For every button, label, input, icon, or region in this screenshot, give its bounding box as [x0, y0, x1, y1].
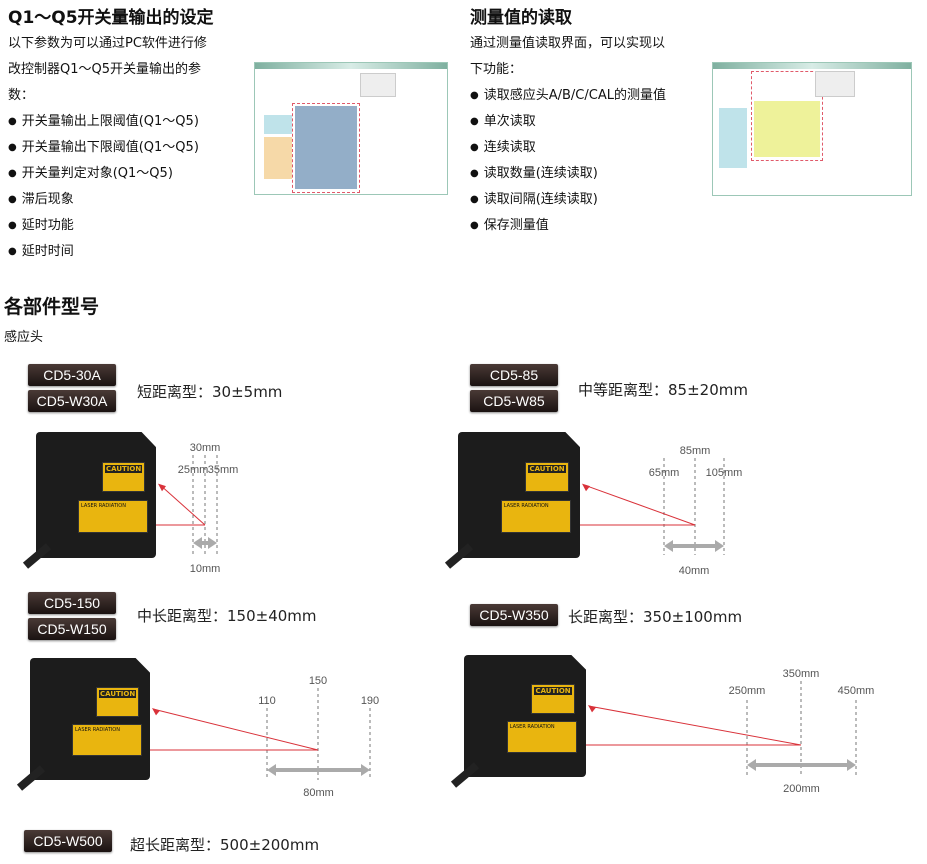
model-badge: CD5-30A — [28, 364, 116, 386]
laser-label: LASER RADIATION — [72, 723, 142, 756]
bullet-item: 读取间隔(连续读取) — [470, 188, 598, 207]
model-badge: CD5-W350 — [470, 604, 558, 626]
laser-label: LASER RADIATION — [506, 720, 578, 753]
bullet-item: 开关量输出下限阈值(Q1～Q5) — [8, 136, 199, 155]
arrow-head-icon — [588, 705, 596, 713]
model-badge: CD5-85 — [470, 364, 558, 386]
range-center-label: 150 — [309, 675, 327, 687]
range-center-label: 350mm — [783, 668, 820, 680]
range-arrow-right-icon — [361, 764, 370, 776]
parts-heading: 各部件型号 — [4, 296, 100, 318]
range-max-label: 105mm — [706, 467, 743, 479]
arrow-head-icon — [582, 483, 590, 492]
model-badge: CD5-W85 — [470, 390, 558, 412]
model-badge: CD5-W500 — [24, 830, 112, 852]
section-title-read-values: 测量值的读取 — [470, 8, 572, 28]
range-arrow-right-icon — [208, 537, 217, 549]
range-min-label: 25mm — [178, 464, 209, 476]
range-width-label: 80mm — [303, 787, 334, 799]
range-width-label: 200mm — [783, 783, 820, 795]
range-arrow-left-icon — [747, 759, 756, 771]
model-badge: CD5-150 — [28, 592, 116, 614]
intro-line: 改控制器Q1～Q5开关量输出的参 — [8, 62, 202, 77]
model-badge: CD5-W30A — [28, 390, 116, 412]
range-max-label: 450mm — [838, 685, 875, 697]
bullet-item: 单次读取 — [470, 110, 536, 129]
laser-beam-reflect — [153, 708, 319, 751]
arrow-head-icon — [158, 483, 166, 492]
laser-beam-reflect — [583, 484, 696, 526]
range-arrow-right-icon — [847, 759, 856, 771]
range-max-label: 190 — [361, 695, 379, 707]
intro-line: 通过测量值读取界面，可以实现以 — [470, 36, 666, 51]
model-description: 中等距离型：85±20mm — [578, 381, 748, 399]
range-max-label: 35mm — [208, 464, 239, 476]
laser-label: LASER RADIATION — [500, 500, 572, 533]
bullet-item: 滞后现象 — [8, 188, 74, 207]
range-arrow-left-icon — [267, 764, 276, 776]
model-description: 短距离型：30±5mm — [137, 383, 283, 401]
range-arrow-left-icon — [664, 540, 673, 552]
sensor-head-image: CAUTION LASER RADIATION — [464, 655, 586, 777]
arrow-head-icon — [152, 708, 160, 716]
sensor-head-image: CAUTION LASER RADIATION — [30, 658, 150, 780]
laser-label: LASER RADIATION — [78, 500, 148, 533]
model-description: 长距离型：350±100mm — [568, 608, 743, 626]
bullet-item: 延时功能 — [8, 214, 74, 233]
bullet-item: 连续读取 — [470, 136, 536, 155]
caution-label: CAUTION — [531, 684, 575, 714]
bullet-item: 延时时间 — [8, 240, 74, 259]
range-center-label: 30mm — [190, 442, 221, 454]
software-screenshot-read — [712, 62, 912, 196]
software-screenshot-outputs — [254, 62, 448, 195]
caution-label: CAUTION — [102, 462, 146, 493]
range-min-label: 110 — [258, 695, 276, 707]
bullet-item: 读取感应头A/B/C/CAL的测量值 — [470, 84, 666, 103]
intro-line: 数： — [8, 88, 35, 103]
caution-label: CAUTION — [525, 462, 569, 493]
bullet-item: 开关量输出上限阈值(Q1～Q5) — [8, 110, 199, 129]
range-width-label: 40mm — [679, 565, 710, 577]
bullet-item: 开关量判定对象(Q1～Q5) — [8, 162, 173, 181]
range-center-label: 85mm — [680, 445, 711, 457]
range-min-label: 65mm — [649, 467, 680, 479]
range-width-label: 10mm — [190, 563, 221, 575]
sensor-head-image: CAUTION LASER RADIATION — [36, 432, 156, 558]
range-arrow-right-icon — [715, 540, 724, 552]
laser-beam-reflect — [159, 484, 206, 526]
bullet-item: 保存测量值 — [470, 214, 549, 233]
model-description: 超长距离型：500±200mm — [130, 836, 320, 854]
laser-beam-reflect — [589, 705, 802, 746]
model-description: 中长距离型：150±40mm — [137, 607, 317, 625]
range-arrow-left-icon — [193, 537, 202, 549]
model-badge: CD5-W150 — [28, 618, 116, 640]
sensor-head-image: CAUTION LASER RADIATION — [458, 432, 580, 558]
caution-label: CAUTION — [96, 687, 140, 717]
section-title-q-outputs: Q1～Q5开关量输出的设定 — [8, 8, 214, 28]
bullet-item: 读取数量(连续读取) — [470, 162, 598, 181]
intro-line: 下功能： — [470, 62, 523, 77]
range-min-label: 250mm — [729, 685, 766, 697]
intro-line: 以下参数为可以通过PC软件进行修 — [8, 36, 207, 51]
sensor-heading: 感应头 — [4, 330, 44, 345]
